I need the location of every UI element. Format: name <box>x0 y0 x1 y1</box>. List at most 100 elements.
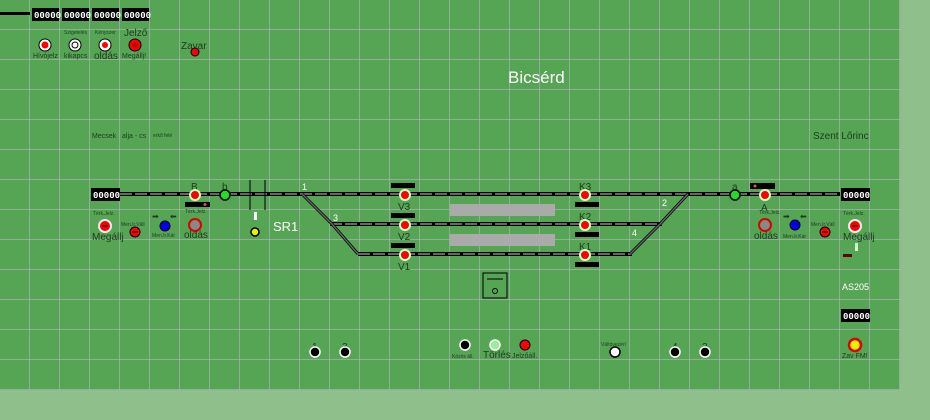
svg-text:Men.Ir.Váll: Men.Ir.Váll <box>121 222 145 228</box>
svg-text:K2: K2 <box>579 212 592 223</box>
terk-jelz-oldas-left[interactable]: Térk.Jelz. oldás <box>184 209 208 241</box>
terk-jelz-megallj-right[interactable]: Térk.Jelz. Megállj <box>843 211 875 243</box>
switch-2-label: 2 <box>662 198 667 208</box>
svg-text:Közös áll.: Közös áll. <box>452 354 474 360</box>
svg-text:➡: ➡ <box>152 212 159 221</box>
svg-text:oldás: oldás <box>754 231 778 242</box>
svg-text:00000: 00000 <box>94 11 121 21</box>
counter: 00000 <box>32 8 61 21</box>
svg-text:Megállj: Megállj <box>92 232 124 243</box>
svg-text:b: b <box>222 182 228 193</box>
svg-text:Jelző: Jelző <box>124 28 148 39</box>
svg-text:Térk.Jelz.: Térk.Jelz. <box>185 209 207 215</box>
menir-vall-left[interactable]: Men.Ir.Váll <box>121 222 145 238</box>
hivojelz-button[interactable]: Hívójelz <box>33 38 58 60</box>
kozos-all-button[interactable]: Közös áll. <box>452 339 474 360</box>
szigeteles-kikapcs-button[interactable]: Szigetelés kikapcs <box>64 30 88 60</box>
signal-A[interactable]: A <box>750 183 775 214</box>
signal-K2[interactable]: K2 <box>575 212 599 237</box>
counter-right-lower: 00000 <box>841 309 870 322</box>
signal-V2[interactable]: V2 <box>391 213 415 243</box>
svg-text:Jelzőáll.: Jelzőáll. <box>512 353 537 360</box>
indicator-light <box>855 243 858 251</box>
menir-kar-right[interactable]: ➡ ⬅ Men.Ir.Kár <box>783 212 807 240</box>
svg-text:00000: 00000 <box>843 191 870 201</box>
switch-2-button[interactable]: 2 <box>699 342 711 358</box>
counter-left: 00000 <box>91 188 120 201</box>
svg-text:SR1: SR1 <box>273 219 298 234</box>
zav-fm-button[interactable]: Zav FM! <box>842 337 868 360</box>
torles-button[interactable]: Törlés <box>483 339 511 361</box>
switch-3-label: 3 <box>333 213 338 223</box>
terk-jelz-megallj-left[interactable]: Térk.Jelz. Megállj <box>92 211 124 243</box>
building-icon <box>482 272 508 299</box>
svg-text:V3: V3 <box>398 202 411 213</box>
svg-text:Men.Ir.Kár: Men.Ir.Kár <box>783 234 806 240</box>
switch-3-button[interactable]: 3 <box>339 342 351 358</box>
top-bar-line <box>0 12 30 15</box>
svg-text:00000: 00000 <box>843 312 870 322</box>
as205-label: AS205 <box>842 282 869 292</box>
direction-left-3: erkő felé <box>153 133 172 139</box>
svg-text:V1: V1 <box>398 262 411 273</box>
terk-jelz-oldas-right[interactable]: Térk.Jelz. oldás <box>754 210 781 242</box>
svg-text:⬅: ⬅ <box>170 212 177 221</box>
svg-text:Törlés: Törlés <box>483 350 511 361</box>
jelzo-megallj-button[interactable]: Jelző Megállj! <box>122 28 148 60</box>
svg-text:00000: 00000 <box>64 11 91 21</box>
menir-vall-right[interactable]: Men.Ir.Váll <box>811 222 835 238</box>
switch-4-button[interactable]: 4 <box>669 342 681 358</box>
tracks <box>120 180 840 256</box>
svg-text:Men.Ir.Kár: Men.Ir.Kár <box>152 233 175 239</box>
svg-text:Kényszer: Kényszer <box>95 30 116 36</box>
svg-text:00000: 00000 <box>34 11 61 21</box>
counter-right: 00000 <box>841 188 870 201</box>
signal-K3[interactable]: K3 <box>575 182 599 207</box>
zavar-indicator: Zavar <box>181 41 207 57</box>
counter: 00000 <box>122 8 151 21</box>
svg-text:Megállj: Megállj <box>843 232 875 243</box>
signal-a[interactable]: a <box>729 182 741 201</box>
svg-text:00000: 00000 <box>93 191 120 201</box>
svg-text:⬅: ⬅ <box>800 212 807 221</box>
valto-vezerl-button[interactable]: Váltóvezérl <box>601 342 626 358</box>
svg-text:Men.Ir.Váll: Men.Ir.Váll <box>811 222 835 228</box>
switch-4-label: 4 <box>632 228 637 238</box>
svg-text:Hívójelz: Hívójelz <box>33 53 58 60</box>
svg-text:Zavar: Zavar <box>181 41 207 52</box>
svg-text:kikapcs: kikapcs <box>64 53 88 60</box>
svg-text:K3: K3 <box>579 182 592 193</box>
station-title: Bicsérd <box>508 68 565 87</box>
svg-text:00000: 00000 <box>124 11 151 21</box>
switch-1-button[interactable]: 1 <box>309 342 321 358</box>
kenyszer-oldas-button[interactable]: Kényszer oldás <box>94 30 118 62</box>
svg-text:Megállj!: Megállj! <box>122 53 146 60</box>
svg-text:➡: ➡ <box>783 212 790 221</box>
signal-B[interactable]: B <box>185 182 210 207</box>
svg-text:B: B <box>191 182 198 193</box>
signal-K1[interactable]: K1 <box>575 242 599 267</box>
indicator-bar <box>843 254 852 257</box>
svg-text:Térk.Jelz.: Térk.Jelz. <box>843 211 865 217</box>
counter: 00000 <box>92 8 121 21</box>
signal-V1[interactable]: V1 <box>391 243 415 273</box>
direction-right: Szent Lőrinc <box>813 131 869 142</box>
direction-left-1: Mecsek <box>92 133 117 140</box>
menir-kar-left[interactable]: ➡ ⬅ Men.Ir.Kár <box>152 212 177 239</box>
svg-text:K1: K1 <box>579 242 592 253</box>
svg-text:oldás: oldás <box>184 230 208 241</box>
sr1-control[interactable]: SR1 <box>250 212 298 237</box>
svg-text:Zav FM!: Zav FM! <box>842 353 868 360</box>
direction-left-2: alja - cs <box>122 133 147 140</box>
svg-text:A: A <box>761 203 768 214</box>
svg-text:Térk.Jelz.: Térk.Jelz. <box>93 211 115 217</box>
signal-b[interactable]: b <box>219 182 231 201</box>
svg-text:Váltóvezérl: Váltóvezérl <box>601 342 626 348</box>
svg-text:oldás: oldás <box>94 51 118 62</box>
svg-text:Térk.Jelz.: Térk.Jelz. <box>759 210 781 216</box>
jelzo-all-button[interactable]: Jelzőáll. <box>512 339 537 360</box>
signal-V3[interactable]: V3 <box>391 183 415 213</box>
svg-text:Szigetelés: Szigetelés <box>64 30 88 36</box>
svg-text:a: a <box>732 182 738 193</box>
